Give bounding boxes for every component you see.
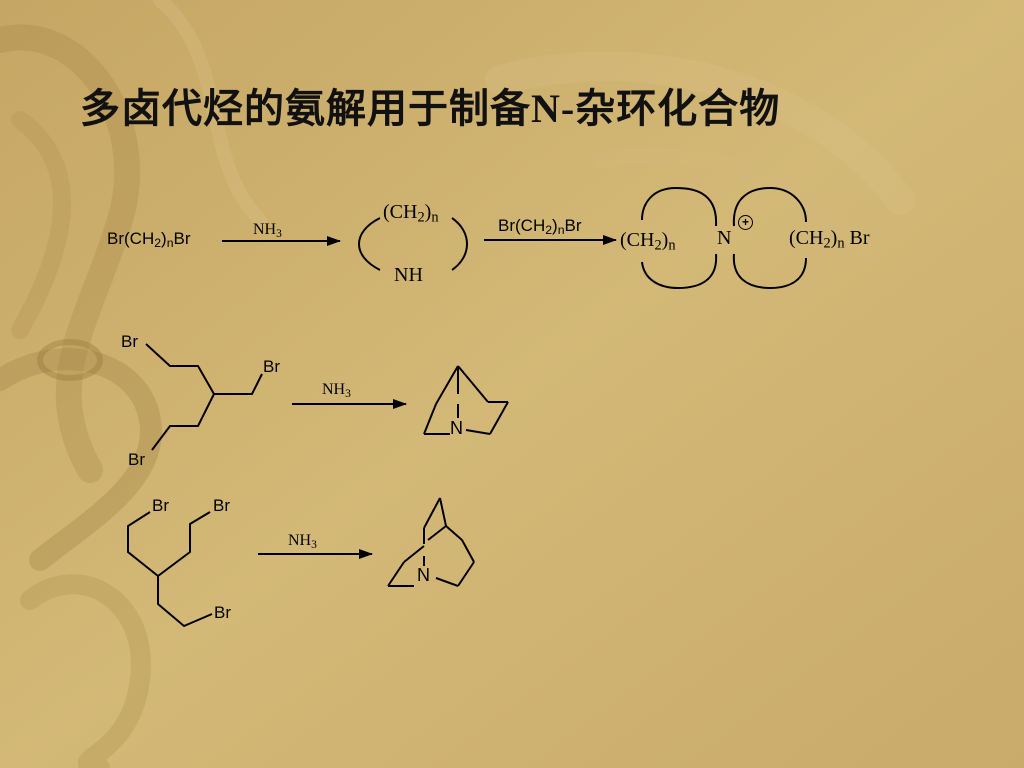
ring-ch2-n: n xyxy=(431,209,439,226)
product-right-ch2-n: n xyxy=(837,235,845,252)
tetrahalide-br-top-left: Br xyxy=(152,496,169,515)
reagent2-text-a: Br(CH xyxy=(498,216,546,235)
product-left-ch2-text: (CH xyxy=(620,229,655,251)
tetrahalide-chain-bottom xyxy=(157,576,213,628)
tetrahalide-br-bottom: Br xyxy=(214,603,231,622)
reactant-sub: 2 xyxy=(154,236,162,251)
ring-ch2-close: ) xyxy=(424,201,432,223)
reactant-text-c: Br xyxy=(173,229,191,248)
decorative-swirl-pattern xyxy=(0,24,162,768)
ring-ch2-text: (CH xyxy=(383,201,418,223)
ring-nh-group: NH xyxy=(394,264,423,286)
ring-ch2-sub: 2 xyxy=(417,209,425,226)
reagent-dibromoalkane-2: Br(CH2)nBr xyxy=(498,216,582,238)
reactant-dibromoalkane: Br(CH2)nBr xyxy=(107,229,191,251)
title-text-n: N- xyxy=(531,86,576,131)
reagent2-text-c: Br xyxy=(564,216,582,235)
reagent-nh3-1-sub: 3 xyxy=(276,227,282,240)
cyclic-amine-ring-left xyxy=(358,217,381,271)
spiro-ring-right xyxy=(732,186,807,290)
tribromide-chain-2 xyxy=(151,393,215,451)
cyclic-amine-ring-right xyxy=(451,217,468,271)
product-left-ch2-n: n xyxy=(668,237,676,254)
reagent-nh3-1-text: NH xyxy=(253,221,277,238)
reagent-nh3-2-text: NH xyxy=(322,381,346,398)
tribromide-br-right: Br xyxy=(263,357,280,376)
reagent2-sub: 2 xyxy=(545,223,553,238)
tetrahalide-chain-left xyxy=(127,511,159,577)
title-text-cn: 多卤代烃的氨解用于制备 xyxy=(80,85,531,132)
product-right-ch2-text: (CH xyxy=(789,227,824,249)
product-left-ch2-close: ) xyxy=(661,229,669,251)
reactant-n: n xyxy=(166,236,174,251)
reagent-nh3-3: NH3 xyxy=(288,532,317,551)
tribromide-br-bottom: Br xyxy=(128,450,145,469)
spiro-ring-left xyxy=(641,186,718,290)
ring-ch2-group: (CH2)n xyxy=(383,201,439,225)
product-left-ch2-group: (CH2)n xyxy=(620,229,676,253)
tribromide-br-top: Br xyxy=(121,332,138,351)
reagent2-n: n xyxy=(557,223,565,238)
reagent-nh3-2-sub: 3 xyxy=(345,387,351,400)
tetrahalide-chain-right xyxy=(157,511,211,577)
title-text-cn2: 杂环化合物 xyxy=(575,85,781,132)
reagent-nh3-3-sub: 3 xyxy=(311,538,317,551)
product-right-ch2-close: ) xyxy=(830,227,838,249)
bicyclic-amine-product-1 xyxy=(423,365,509,435)
reagent-nh3-1: NH3 xyxy=(253,221,282,240)
reagent-nh3-3-text: NH xyxy=(288,532,312,549)
product-right-ch2-sub: 2 xyxy=(823,235,831,252)
reactant-text-a: Br(CH xyxy=(107,229,155,248)
bicyclic-product-1-nitrogen: N xyxy=(450,418,463,438)
product-nitrogen: N xyxy=(717,227,732,249)
product-right-ch2-group: (CH2)n Br xyxy=(789,227,870,251)
bicyclic-amine-product-2 xyxy=(387,497,475,587)
tetrahalide-br-top-right: Br xyxy=(213,496,230,515)
product-left-ch2-sub: 2 xyxy=(654,237,662,254)
positive-charge-icon: + xyxy=(738,215,753,230)
reactant-text-b: ) xyxy=(161,229,167,248)
page-title: 多卤代烃的氨解用于制备N-杂环化合物 xyxy=(80,76,780,134)
product-bromide-counterion: Br xyxy=(849,227,870,249)
bicyclic-product-2-nitrogen: N xyxy=(417,565,430,585)
tribromide-chain-1 xyxy=(145,343,263,395)
reagent-nh3-2: NH3 xyxy=(322,381,351,400)
reagent2-text-b: ) xyxy=(552,216,558,235)
